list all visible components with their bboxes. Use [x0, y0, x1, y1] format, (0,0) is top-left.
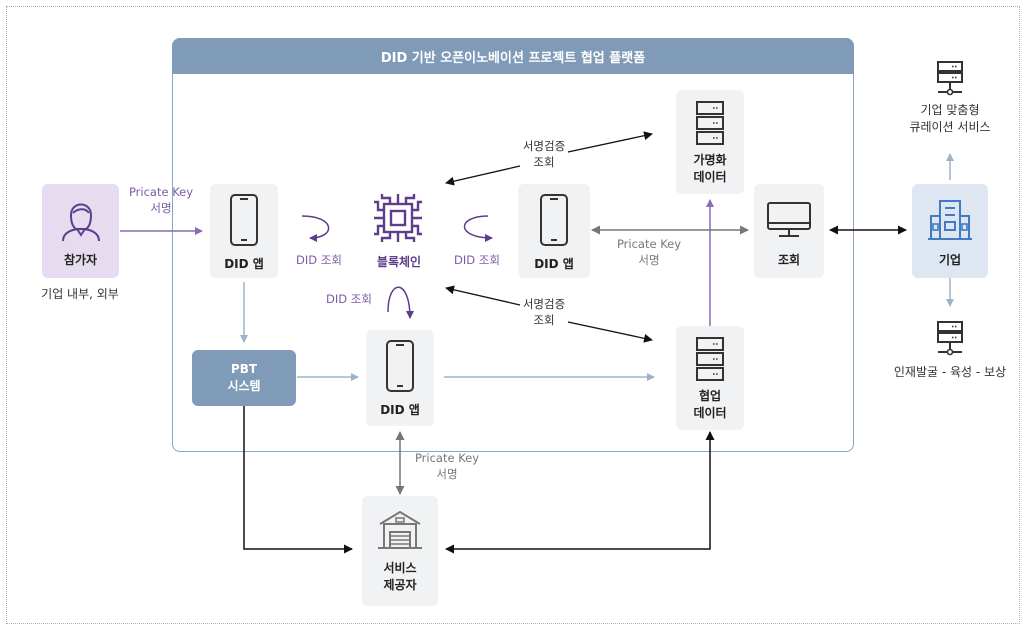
curation-service-label: 기업 맞춤형 큐레이션 서비스	[890, 102, 1010, 136]
did-app-right-node: DID 앱	[518, 184, 590, 278]
provider-sign-line2: 서명	[436, 467, 458, 481]
company-label: 기업	[938, 253, 962, 267]
pseudonym-data-label: 가명화 데이터	[676, 152, 744, 186]
service-provider-node: 서비스 제공자	[362, 496, 438, 606]
service-provider-line1: 서비스	[383, 561, 417, 575]
pseudonym-data-node: 가명화 데이터	[676, 90, 744, 194]
pbt-line1: PBT	[230, 362, 258, 376]
did-app-center-node: DID 앱	[366, 330, 434, 426]
outer-frame	[6, 6, 1020, 624]
did-lookup-left-label: DID 조회	[296, 253, 342, 267]
collab-data-line2: 데이터	[693, 406, 727, 420]
participant-sign-line2: 서명	[150, 201, 172, 215]
collab-data-label: 협업 데이터	[676, 388, 744, 422]
did-lookup-down-label: DID 조회	[326, 292, 372, 306]
server-icon	[930, 318, 970, 358]
collab-data-line1: 협업	[698, 389, 722, 403]
pseudonym-data-line1: 가명화	[693, 153, 727, 167]
participant-caption: 기업 내부, 외부	[41, 287, 119, 301]
edge-did-lookup-right	[463, 215, 493, 242]
provider-sign-line1: Pricate Key	[414, 451, 480, 465]
did-app-center-label: DID 앱	[380, 403, 420, 417]
collab-data-node: 협업 데이터	[676, 326, 744, 430]
curation-line2: 큐레이션 서비스	[909, 120, 991, 134]
edge-verify-to-pseudonym	[567, 131, 653, 153]
edge-did-lookup-left	[301, 215, 330, 242]
server-icon	[676, 334, 744, 384]
building-icon	[912, 196, 988, 244]
smartphone-icon	[210, 192, 278, 248]
participant-sign-line1: Pricate Key	[128, 185, 194, 199]
person-icon	[42, 194, 119, 242]
sig-verify-top-label: 서명검증 조회	[512, 138, 576, 170]
sig-verify-bottom-line2: 조회	[533, 313, 555, 327]
blockchain-label: 블록체인	[376, 255, 422, 269]
lookup-node: 조회	[754, 184, 824, 278]
participant-label: 참가자	[63, 253, 98, 267]
warehouse-icon	[362, 504, 438, 554]
did-app-right-label: DID 앱	[534, 257, 574, 271]
sig-verify-top-line2: 조회	[533, 155, 555, 169]
sig-verify-top-line1: 서명검증	[522, 139, 566, 153]
service-provider-label: 서비스 제공자	[362, 560, 438, 594]
monitor-icon	[754, 196, 824, 244]
participant-node: 참가자	[42, 184, 119, 278]
pseudonym-data-line2: 데이터	[693, 170, 727, 184]
participant-sign-label: Pricate Key 서명	[116, 184, 206, 216]
smartphone-icon	[366, 338, 434, 394]
platform-title: DID 기반 오픈이노베이션 프로젝트 협업 플랫폼	[172, 38, 854, 74]
sig-verify-bottom-label: 서명검증 조회	[512, 296, 576, 328]
edge-verify2-to-blockchain	[445, 285, 521, 306]
pbt-line2: 시스템	[227, 379, 261, 393]
edge-did-lookup-down	[387, 286, 414, 319]
lookup-sign-line1: Pricate Key	[616, 237, 682, 251]
lookup-sign-line2: 서명	[638, 253, 660, 267]
pbt-system-node: PBT 시스템	[192, 350, 296, 406]
lookup-label: 조회	[777, 253, 801, 267]
edge-verify-to-blockchain	[445, 165, 521, 186]
did-lookup-right-label: DID 조회	[454, 253, 500, 267]
sig-verify-bottom-line1: 서명검증	[522, 297, 566, 311]
did-app-left-node: DID 앱	[210, 184, 278, 278]
server-icon	[930, 58, 970, 98]
company-node: 기업	[912, 184, 988, 278]
curation-line1: 기업 맞춤형	[920, 103, 980, 117]
did-app-left-label: DID 앱	[224, 257, 264, 271]
edge-pbt-to-provider	[243, 406, 353, 554]
server-icon	[676, 98, 744, 148]
smartphone-icon	[518, 192, 590, 248]
blockchain-chip-icon	[364, 188, 432, 248]
hr-service-label: 인재발굴 - 육성 - 보상	[893, 365, 1007, 379]
pbt-system-label: PBT 시스템	[227, 361, 260, 395]
edge-verify2-to-collab	[567, 321, 653, 343]
lookup-sign-label: Pricate Key 서명	[604, 236, 694, 268]
service-provider-line2: 제공자	[383, 578, 417, 592]
provider-sign-label: Pricate Key 서명	[402, 450, 492, 482]
edge-provider-collab	[445, 431, 715, 554]
